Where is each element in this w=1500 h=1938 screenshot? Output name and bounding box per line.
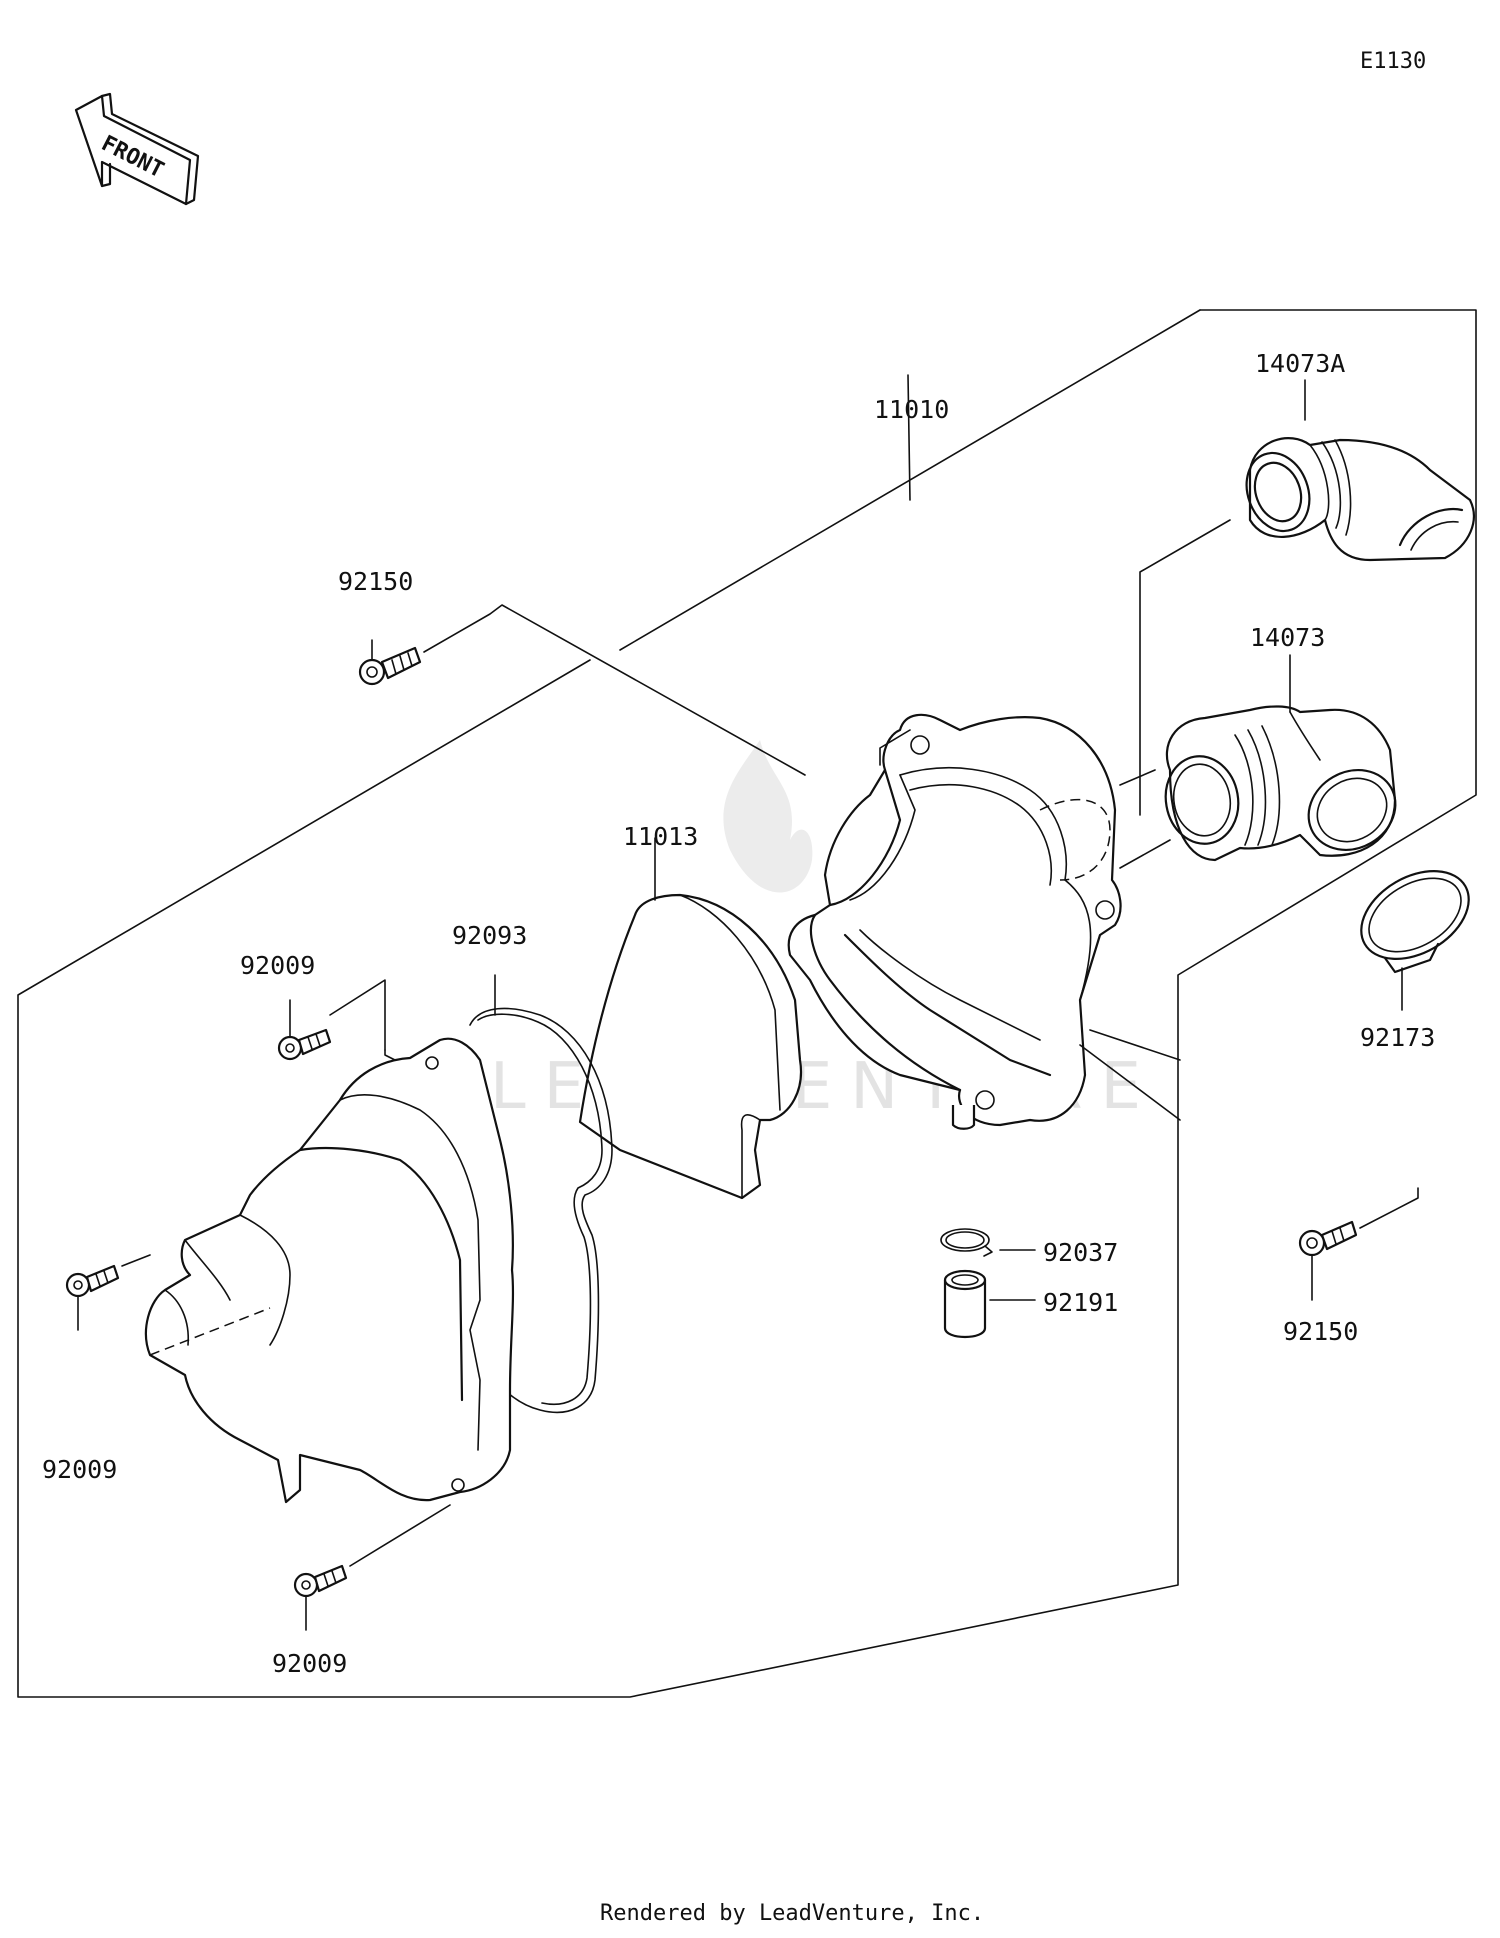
duct-elbow-14073A [1139,379,1475,816]
drain-tube-92191 [943,1269,1036,1339]
label-92009-top: 92009 [240,951,315,980]
front-arrow-icon: FRONT [74,92,200,206]
label-92173: 92173 [1360,1023,1435,1052]
label-11013: 11013 [623,822,698,851]
diagram-code: E1130 [1360,49,1426,74]
label-92093: 92093 [452,921,527,950]
label-92150-top: 92150 [338,567,413,596]
clamp-92173 [1360,870,1470,1011]
screw-92009-bottom-icon [293,1504,451,1631]
air-filter-element-11013 [578,837,803,1200]
intake-boot-14073 [1119,654,1397,869]
label-92009-bottom: 92009 [272,1649,347,1678]
screw-92150-right-icon [1298,1187,1419,1301]
label-11010: 11010 [874,395,949,424]
screw-92009-left-icon [65,1254,151,1331]
footer-credit: Rendered by LeadVenture, Inc. [600,1901,984,1926]
label-92009-left: 92009 [42,1455,117,1484]
o-ring-92037 [940,1228,1036,1257]
air-box-case-11010 [787,713,1181,1130]
gasket-92093 [469,974,613,1414]
label-92037: 92037 [1043,1238,1118,1267]
screw-92150-top-icon [358,604,806,776]
air-box-cover [145,979,515,1504]
label-14073: 14073 [1250,623,1325,652]
label-14073A: 14073A [1255,349,1345,378]
assembly-frame [17,309,1477,1698]
screw-92009-top-icon [277,999,332,1061]
label-92191: 92191 [1043,1288,1118,1317]
label-92150-right: 92150 [1283,1317,1358,1346]
